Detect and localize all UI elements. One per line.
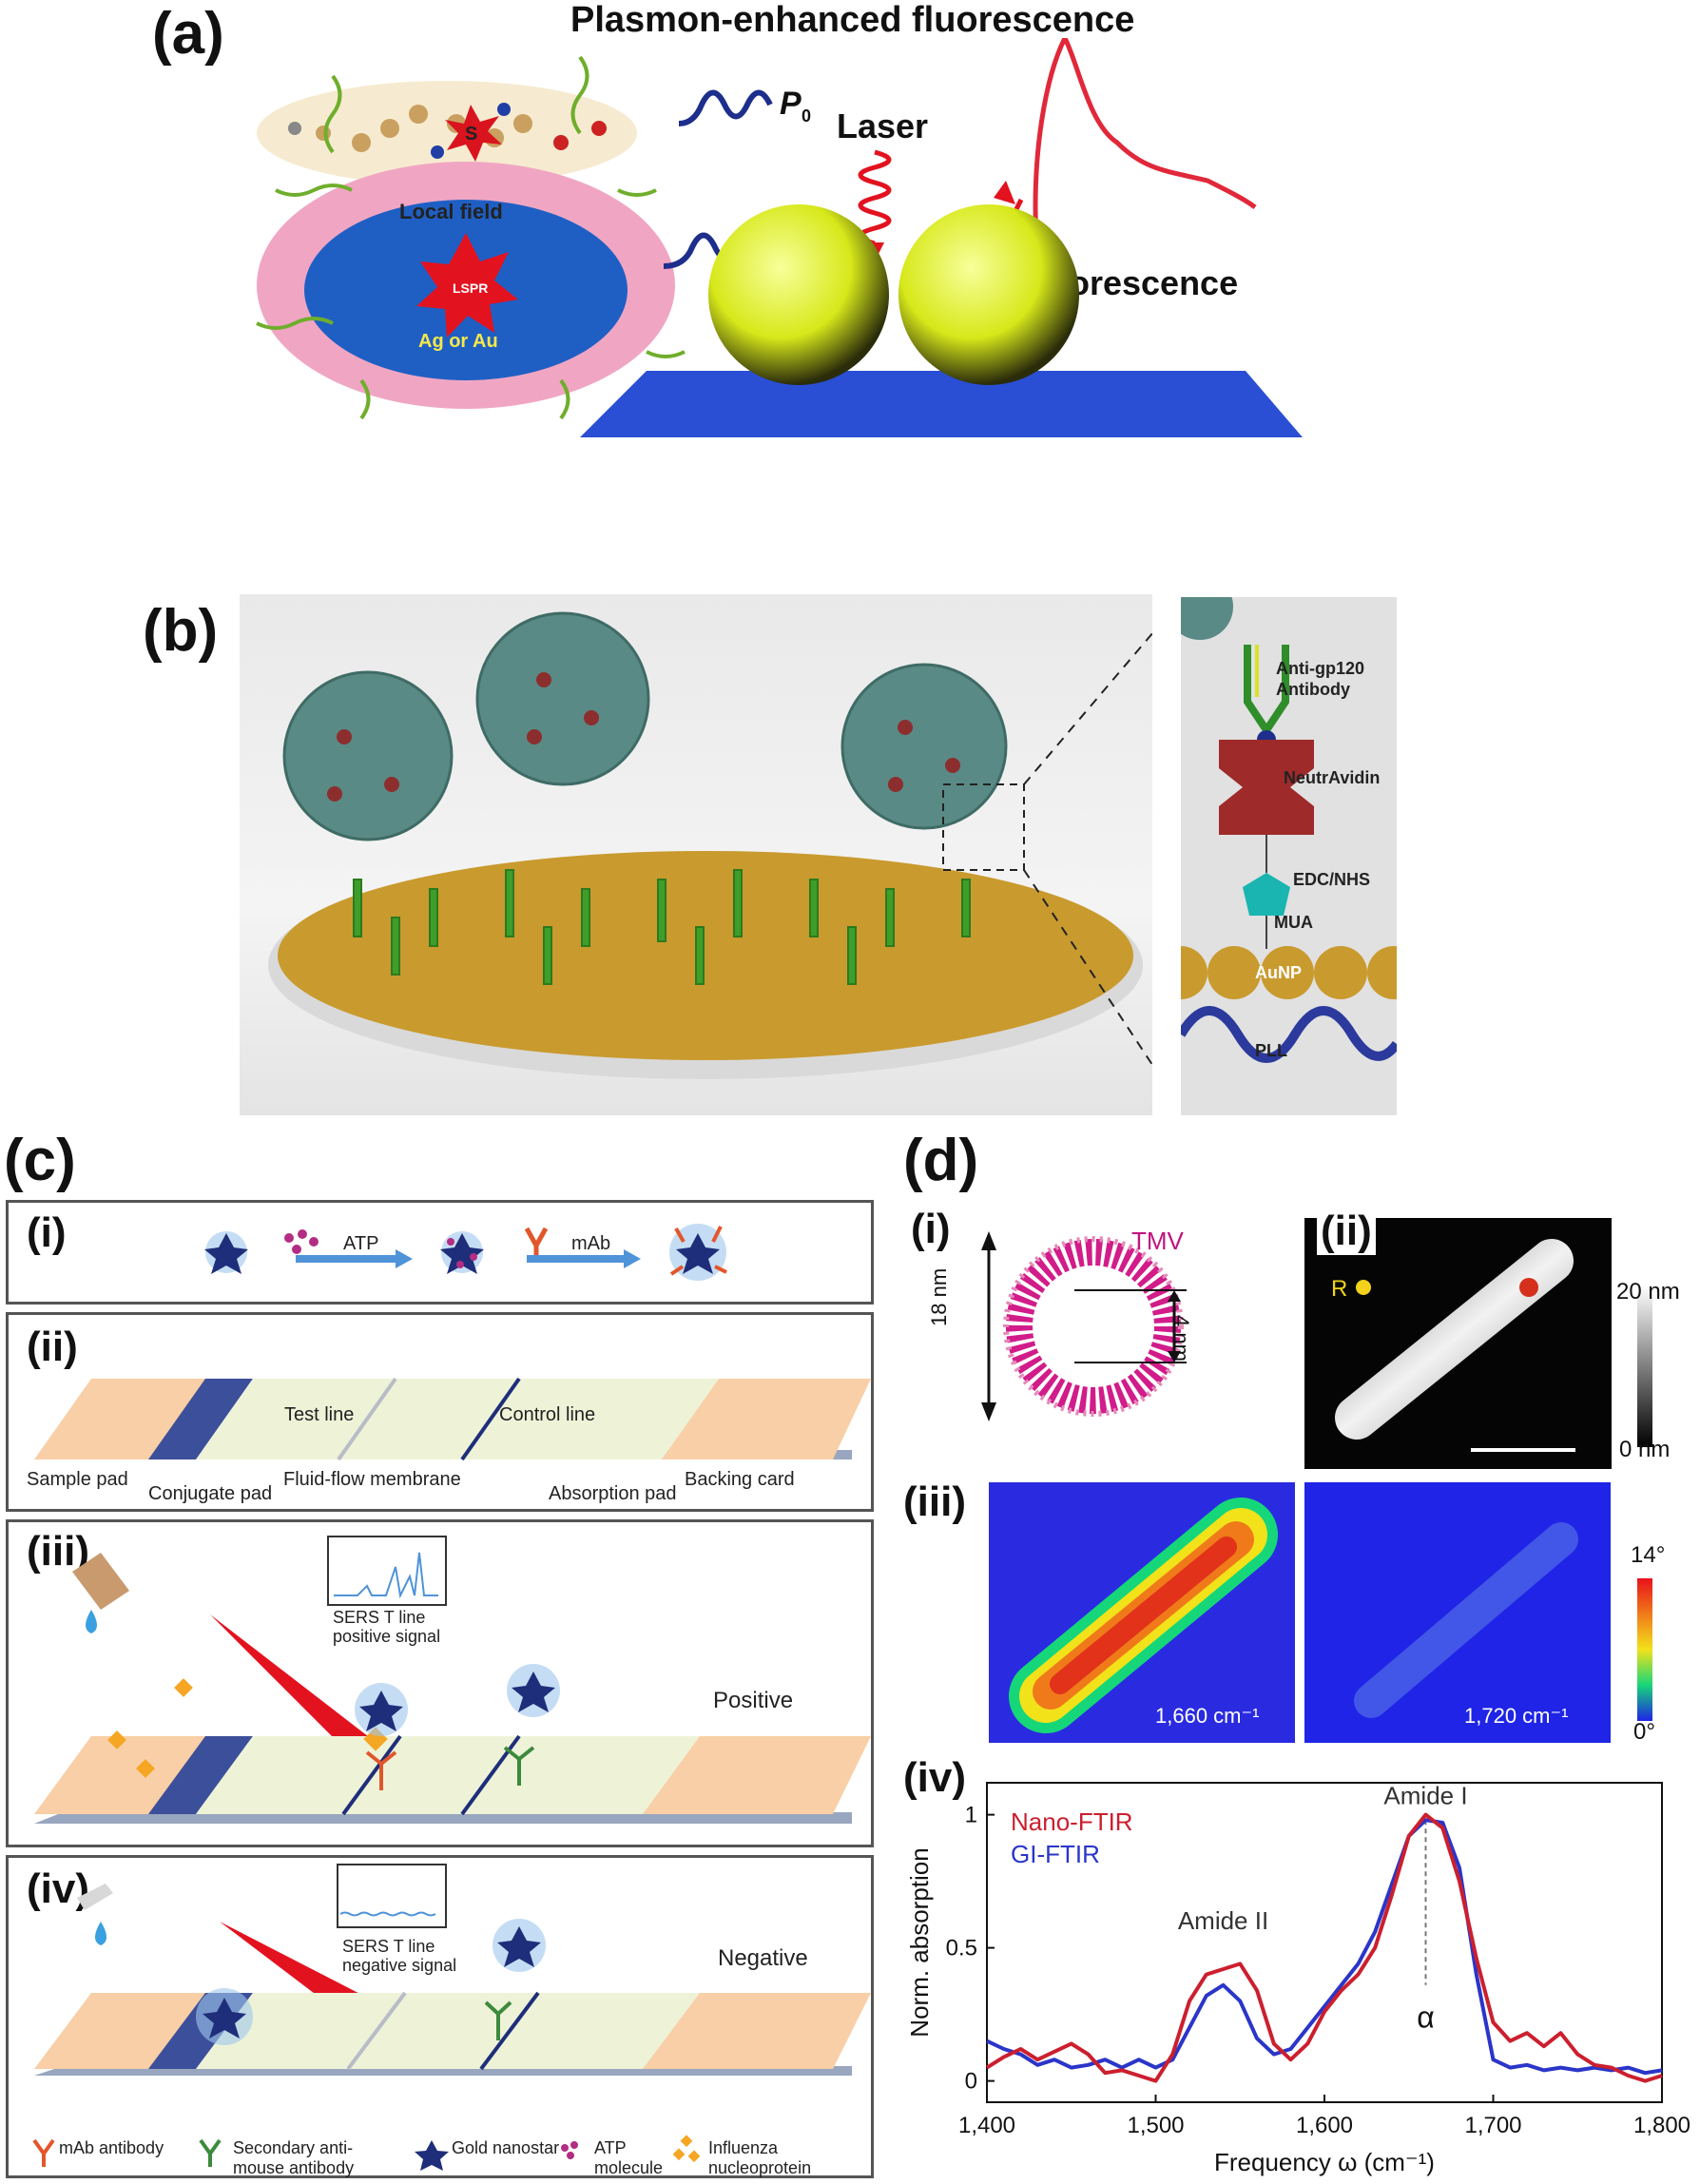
legend-influenza-1: Influenza <box>708 2138 779 2157</box>
legend-atp-1: ATP <box>594 2138 627 2157</box>
backing-card-label: Backing card <box>685 1469 795 1490</box>
legend-influenza-2: nucleoprotein <box>708 2158 812 2177</box>
afm-r-label: R <box>1331 1276 1348 1302</box>
sers-negative-line2: negative signal <box>342 1956 457 1975</box>
dim-18nm-label: 18 nm <box>927 1267 951 1326</box>
amide-1-annotation: Amide I <box>1383 1781 1467 1809</box>
absorption-pad-label: Absorption pad <box>549 1483 677 1504</box>
panel-c-label: (c) <box>4 1128 76 1193</box>
tmv-ring-graphic <box>981 1231 1187 1421</box>
nanoparticle-diagram <box>257 162 675 409</box>
legend-nano-ftir: Nano-FTIR <box>1011 1807 1133 1836</box>
control-line-label: Control line <box>499 1404 596 1425</box>
negative-label: Negative <box>718 1945 808 1971</box>
y-tick-label: 1 <box>965 1803 977 1828</box>
ir-1720-label: 1,720 cm⁻¹ <box>1464 1704 1569 1728</box>
panel-d-iii-label: (iii) <box>903 1479 966 1525</box>
conjugate-pad-label: Conjugate pad <box>148 1483 273 1504</box>
x-tick-label: 1,400 <box>958 2113 1015 2138</box>
panel-d-label: (d) <box>903 1128 979 1193</box>
ir-map-1660-rod <box>1009 1498 1278 1733</box>
amide-2-annotation: Amide II <box>1178 1906 1268 1935</box>
neutravidin-label: NeutrAvidin <box>1284 768 1381 787</box>
test-line-label: Test line <box>284 1404 355 1425</box>
panel-b-zoom-graphic <box>1181 597 1397 1063</box>
antibody-label: Antibody <box>1276 680 1350 699</box>
alpha-annotation: α <box>1417 2000 1435 2035</box>
edc-nhs-label: EDC/NHS <box>1293 870 1371 889</box>
afm-rod <box>1335 1239 1575 1452</box>
legend-mab: mAb antibody <box>59 2138 164 2157</box>
panel-c-iii-graphic <box>34 1536 871 1824</box>
lspr-label: LSPR <box>453 280 488 296</box>
legend-secondary-1: Secondary anti- <box>233 2138 354 2157</box>
pll-label: PLL <box>1255 1041 1287 1060</box>
x-axis-label: Frequency ω (cm⁻¹) <box>1214 2148 1435 2176</box>
phase-scale-bottom: 0° <box>1633 1719 1655 1745</box>
legend-secondary-2: mouse antibody <box>233 2158 355 2177</box>
y-tick-label: 0 <box>965 2069 977 2095</box>
absorption-chart: 1,400 1,500 1,600 1,700 1,800 0 0.5 1Frequency … <box>905 1781 1690 2176</box>
height-scale-bottom: 0 nm <box>1619 1437 1671 1462</box>
local-field-label: Local field <box>399 200 503 223</box>
legend-gi-ftir: GI-FTIR <box>1011 1840 1100 1868</box>
panel-b-label: (b) <box>143 598 219 664</box>
panel-c-i-graphic <box>204 1224 727 1281</box>
mua-label: MUA <box>1274 913 1313 932</box>
height-scale-top: 20 nm <box>1616 1279 1680 1305</box>
panel-c-iv-graphic <box>32 1864 871 2171</box>
panel-d-ii-label: (ii) <box>1317 1208 1376 1255</box>
metal-label: Ag or Au <box>418 331 498 352</box>
aunp-label: AuNP <box>1255 963 1302 982</box>
ir-1660-label: 1,660 cm⁻¹ <box>1155 1704 1260 1728</box>
panel-a-title: Plasmon-enhanced fluorescence <box>570 0 1135 40</box>
height-colorbar <box>1637 1285 1652 1447</box>
x-tick-label: 1,600 <box>1296 2113 1353 2138</box>
anti-gp120-label: Anti-gp120 <box>1276 659 1365 678</box>
emission-arrows <box>256 55 686 420</box>
panel-c-iv-label: (iv) <box>27 1865 89 1912</box>
panel-d-i-label: (i) <box>911 1206 951 1252</box>
mab-arrow-label: mAb <box>571 1233 611 1254</box>
x-tick-label: 1,500 <box>1127 2113 1184 2138</box>
tmv-label: TMV <box>1131 1227 1184 1255</box>
x-tick-label: 1,800 <box>1633 2113 1690 2138</box>
panel-c-i-box <box>6 1200 874 1305</box>
p0-sub-1: 0 <box>802 106 811 126</box>
sers-positive-line1: SERS T line <box>333 1608 426 1627</box>
panel-c-iii-label: (iii) <box>27 1528 89 1575</box>
sample-pad-label: Sample pad <box>27 1469 128 1490</box>
y-tick-label: 0.5 <box>946 1936 977 1962</box>
fluid-flow-membrane-label: Fluid-flow membrane <box>283 1469 461 1490</box>
panel-d-iv-label: (iv) <box>903 1754 966 1801</box>
atp-arrow-label: ATP <box>343 1233 379 1254</box>
sers-positive-line2: positive signal <box>333 1627 441 1646</box>
positive-label: Positive <box>713 1688 794 1713</box>
s-label: S <box>465 124 477 145</box>
panel-c-i-label: (i) <box>27 1209 67 1256</box>
laser-label: Laser <box>837 106 928 145</box>
x-tick-label: 1,700 <box>1464 2113 1521 2138</box>
y-axis-label: Norm. absorption <box>905 1847 934 2037</box>
phase-scale-top: 14° <box>1631 1542 1666 1568</box>
dim-4nm-label: 4 nm <box>1169 1315 1193 1362</box>
p0-label-1: P <box>780 86 802 122</box>
phase-colorbar <box>1637 1578 1652 1721</box>
panel-c-ii-label: (ii) <box>27 1324 78 1370</box>
ir-map-1720-rod <box>1354 1522 1578 1718</box>
legend-nanostar: Gold nanostar <box>452 2138 560 2157</box>
sers-negative-line1: SERS T line <box>342 1937 435 1956</box>
legend-atp-2: molecule <box>594 2158 664 2177</box>
panel-c-ii-strip <box>34 1377 871 1461</box>
panel-a-label: (a) <box>152 1 224 67</box>
panel-b-surface <box>268 611 1152 1079</box>
panel-a-graphic: S Local field LSPR Ag or Au P 0 P 0 Lase… <box>256 38 1303 437</box>
